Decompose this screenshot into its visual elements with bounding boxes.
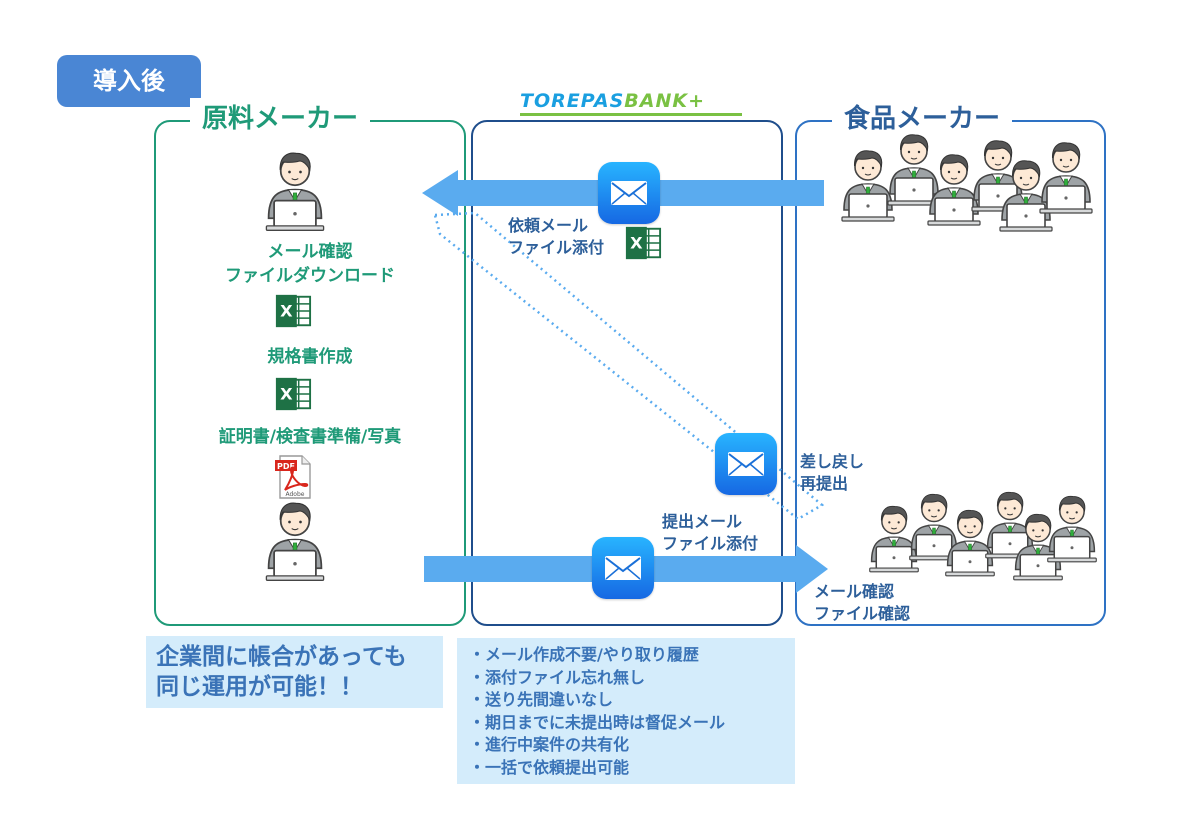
svg-text:Adobe: Adobe bbox=[286, 491, 305, 498]
pdf-icon: PDF Adobe bbox=[274, 454, 314, 500]
confirm-file-line2: ファイル確認 bbox=[814, 604, 911, 623]
submit-mail-label: 提出メール ファイル添付 bbox=[662, 511, 758, 555]
confirm-mail-line1: メール確認 bbox=[814, 582, 895, 601]
note-left-line1: 企業間に帳合があっても bbox=[156, 644, 407, 670]
benefit-item: ・送り先間違いなし bbox=[469, 690, 614, 709]
svg-text:X: X bbox=[280, 385, 293, 404]
note-benefits-list: ・メール作成不要/やり取り履歴 ・添付ファイル忘れ無し ・送り先間違いなし ・期… bbox=[457, 638, 795, 784]
envelope-icon bbox=[603, 553, 643, 583]
logo-main-text: TOREPAS bbox=[520, 90, 625, 112]
mail-icon-submit bbox=[592, 537, 654, 599]
return-resubmit-label: 差し戻し 再提出 bbox=[800, 451, 864, 495]
submit-mail-line2: ファイル添付 bbox=[662, 534, 759, 553]
food-maker-group-top bbox=[838, 130, 1100, 240]
raw-material-maker-title: 原料メーカー bbox=[190, 98, 371, 135]
benefit-item: ・添付ファイル忘れ無し bbox=[469, 667, 646, 687]
excel-icon: X bbox=[274, 292, 312, 334]
food-maker-title: 食品メーカー bbox=[832, 98, 1013, 135]
request-mail-line1: 依頼メール bbox=[508, 216, 589, 235]
svg-text:X: X bbox=[630, 234, 643, 253]
torepas-bank-panel bbox=[471, 120, 783, 626]
after-introduction-badge: 導入後 bbox=[57, 55, 201, 107]
person-icon bbox=[1044, 493, 1100, 569]
step-file-download: ファイルダウンロード bbox=[225, 266, 395, 286]
step-certificate-prep: 証明書/検査書準備/写真 bbox=[218, 427, 402, 447]
note-left-line2: 同じ運用が可能！！ bbox=[156, 674, 363, 700]
benefit-item: ・一括で依頼提出可能 bbox=[469, 757, 630, 777]
mail-icon-return bbox=[715, 433, 777, 495]
request-mail-label: 依頼メール ファイル添付 bbox=[508, 215, 604, 259]
submit-mail-line1: 提出メール bbox=[662, 512, 743, 531]
benefit-item: ・期日までに未提出時は督促メール bbox=[469, 712, 726, 732]
note-same-operation: 企業間に帳合があっても 同じ運用が可能！！ bbox=[146, 636, 443, 708]
return-line1: 差し戻し bbox=[800, 452, 865, 471]
step-mail-check: メール確認 ファイルダウンロード bbox=[212, 240, 408, 288]
confirm-label: メール確認 ファイル確認 bbox=[814, 581, 910, 625]
step-spec-creation: 規格書作成 bbox=[267, 347, 353, 367]
envelope-icon bbox=[609, 178, 649, 208]
step-mail-check-line1: メール確認 bbox=[267, 242, 353, 262]
raw-maker-person-bottom bbox=[262, 500, 328, 588]
resubmit-line2: 再提出 bbox=[800, 474, 849, 493]
food-maker-group-bottom bbox=[866, 485, 1106, 595]
mail-icon-request bbox=[598, 162, 660, 224]
logo-underline bbox=[520, 113, 742, 116]
svg-text:X: X bbox=[280, 302, 293, 321]
torepas-bank-logo: TOREPASBANK+ bbox=[520, 90, 705, 112]
request-mail-line2: ファイル添付 bbox=[508, 238, 605, 257]
benefit-item: ・メール作成不要/やり取り履歴 bbox=[469, 645, 699, 664]
logo-accent-text: BANK+ bbox=[624, 90, 706, 112]
person-icon bbox=[1036, 140, 1096, 220]
excel-icon: X bbox=[274, 375, 312, 417]
raw-maker-person-top bbox=[262, 150, 328, 238]
svg-text:PDF: PDF bbox=[277, 462, 295, 471]
excel-icon: X bbox=[624, 224, 662, 266]
benefit-item: ・進行中案件の共有化 bbox=[469, 735, 630, 754]
envelope-icon bbox=[726, 449, 766, 479]
